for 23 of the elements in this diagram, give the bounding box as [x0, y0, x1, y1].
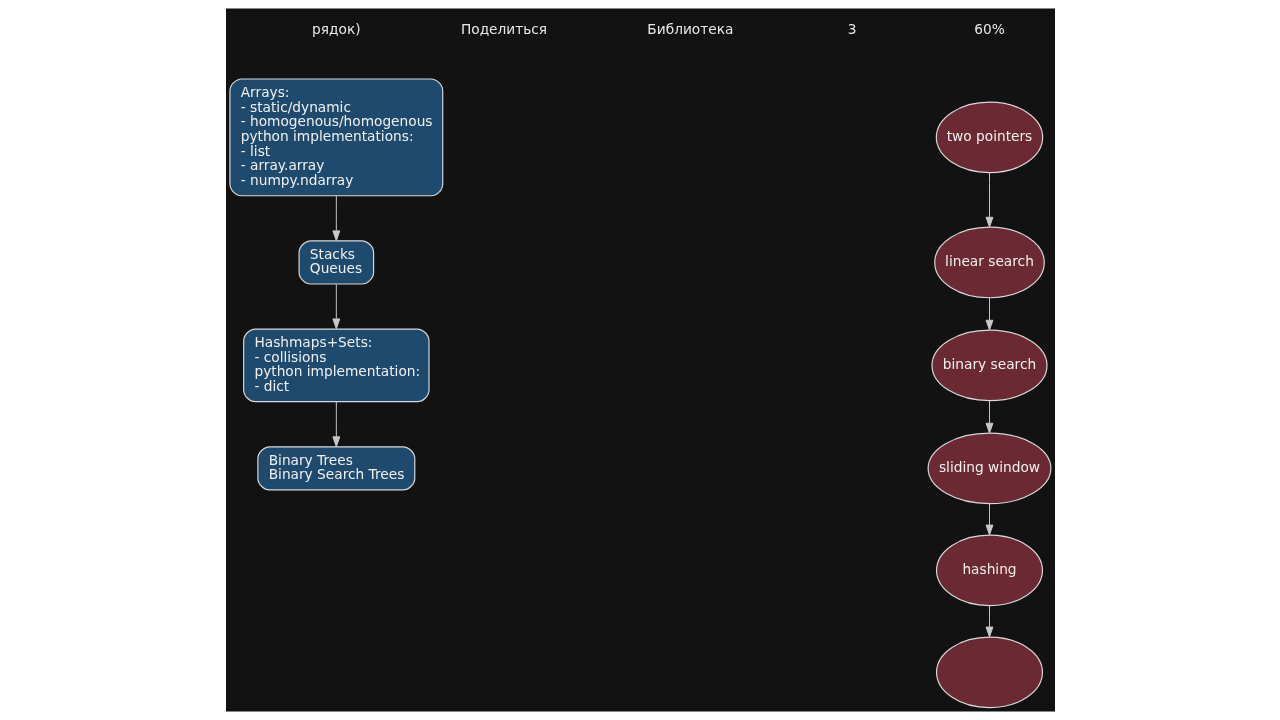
label: Поделиться	[460, 20, 547, 37]
arrow	[331, 283, 340, 330]
node-ellipse	[935, 636, 1043, 709]
label: 3	[847, 20, 857, 37]
label: Библиотека	[646, 20, 733, 37]
node-box: Hashmaps+Sets: - collisions python implementation: - dict	[242, 328, 430, 403]
node-ellipse: binary search	[930, 329, 1048, 402]
arrow	[985, 400, 993, 434]
node-box: Arrays: - static/dynamic - homogenous/homogenous python implementations: - list - array.array - numpy.ndarray	[228, 78, 443, 197]
arrow	[985, 503, 993, 536]
label: рядок)	[311, 20, 361, 37]
node-ellipse: two pointers	[935, 101, 1043, 174]
arrow	[331, 195, 340, 242]
node-box: Binary Trees Binary Search Trees	[256, 446, 415, 491]
node-ellipse: sliding window	[927, 432, 1051, 505]
node-ellipse: hashing	[935, 534, 1043, 607]
node-box: Stacks Queues	[297, 240, 374, 285]
label: 60%	[973, 20, 1005, 37]
arrow	[331, 401, 340, 448]
node-ellipse: linear search	[933, 226, 1045, 299]
arrow	[985, 172, 993, 228]
arrow	[985, 605, 993, 638]
arrow	[985, 297, 993, 331]
